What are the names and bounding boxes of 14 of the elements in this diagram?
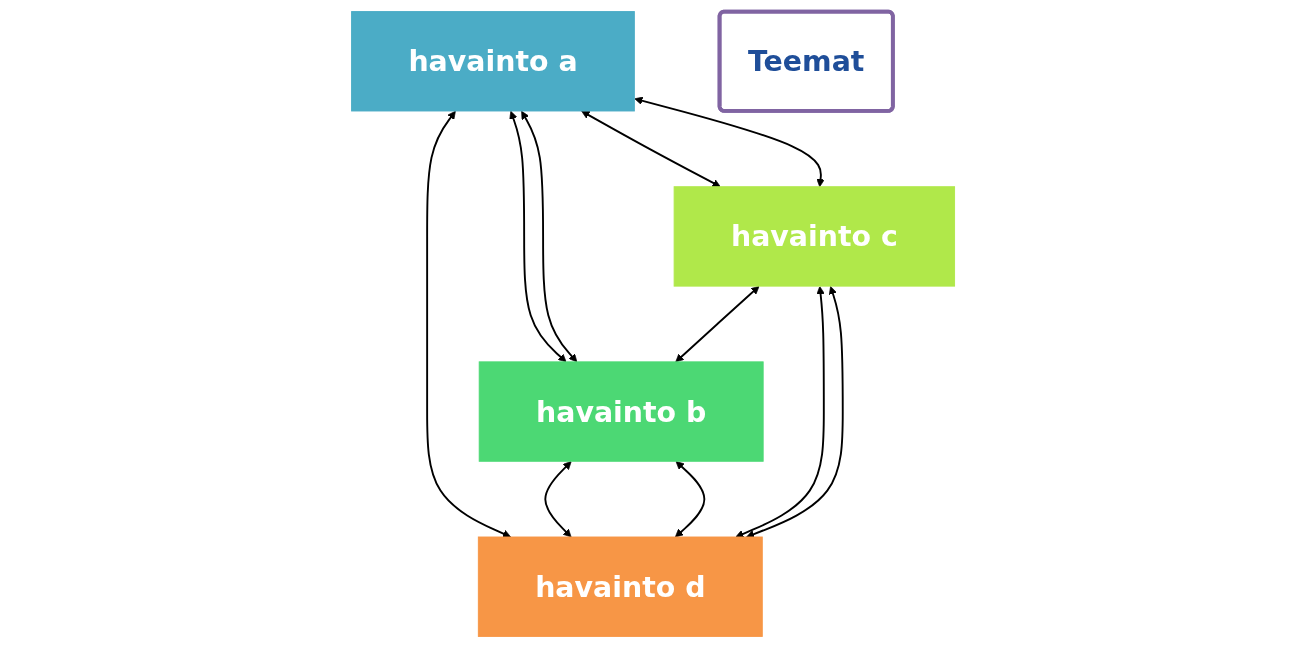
node-box: havainto a: [351, 11, 635, 112]
arrow: [581, 110, 721, 188]
arrow: [675, 286, 760, 363]
node-box: havainto c: [673, 186, 955, 287]
node-box: havainto b: [478, 361, 764, 462]
arrow: [544, 461, 572, 538]
node-box: havainto d: [477, 536, 763, 637]
arrow: [634, 96, 825, 188]
arrow: [509, 110, 567, 363]
arrow: [735, 286, 825, 538]
arrow: [521, 110, 578, 363]
arrow: [746, 286, 844, 539]
arrow: [674, 461, 706, 538]
arrow: [426, 110, 511, 538]
